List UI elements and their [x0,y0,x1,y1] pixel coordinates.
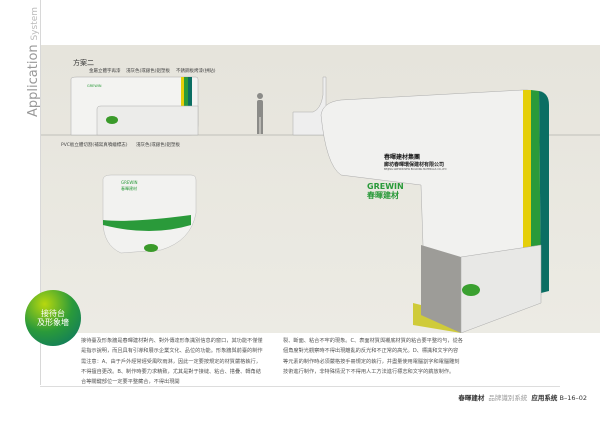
label-metal-letters: 金屬立體字再漆 [89,69,121,74]
footer-system: 品牌識別系統 [488,394,528,402]
label-light-gray-bottom: 淺灰色(或銀色)鋁塑板 [136,143,181,148]
description-col-1: 接待臺及形象牆是春暉建材對內、對外傳達形象識別信息的窗口，其功能不僅僅是指示說明… [81,338,263,386]
side-title: Application System [26,6,41,117]
label-pvc: PVC板立體切割(補寫真噴繪標志) [61,143,128,148]
footer-rule [40,386,560,387]
label-stainless: 不銹鋼板烤漆(拼貼) [176,69,216,74]
sign-group: 春暉建材集團 [384,154,421,161]
small-sign-brand-cn: 春暉建材 [121,186,137,191]
badge-line-1: 接待台 [41,308,65,318]
footer-section: 应用系统 [531,394,558,402]
footer-brand: 春暉建材 [458,394,485,402]
badge-line-2: 及形象墻 [37,318,69,327]
side-title-sub: System [30,6,40,41]
scheme-title: 方案二 [73,59,94,67]
svg-text:GREWIN: GREWIN [87,84,102,88]
footer: 春暉建材品牌識別系統应用系统 B–16–02 [458,392,587,402]
svg-text:春暉建材: 春暉建材 [367,190,399,200]
footer-code: B–16–02 [559,394,587,402]
svg-text:GREWIN: GREWIN [367,182,404,191]
section-badge: 接待台及形象墻 [25,290,81,346]
left-rule [40,0,41,385]
side-title-main: Application [26,44,41,117]
description-col-2: 裂、斷面、粘合不牢的現象。C、表面材質與襯底材質的粘合要平整均勻，從各個角度對光… [283,338,463,375]
small-sign-brand: GREWIN [121,180,138,185]
sign-company: 廊坊春暉環保建材有限公司 [384,162,445,168]
reception-illustration: GREWIN GREWIN 春暉建材 [41,76,600,333]
label-light-gray-top: 淺灰色(或銀色)鋁塑板 [126,69,171,74]
sign-company-en: BEIJING GREWIN NEW BUILDING MATERIALS CO… [384,168,447,171]
